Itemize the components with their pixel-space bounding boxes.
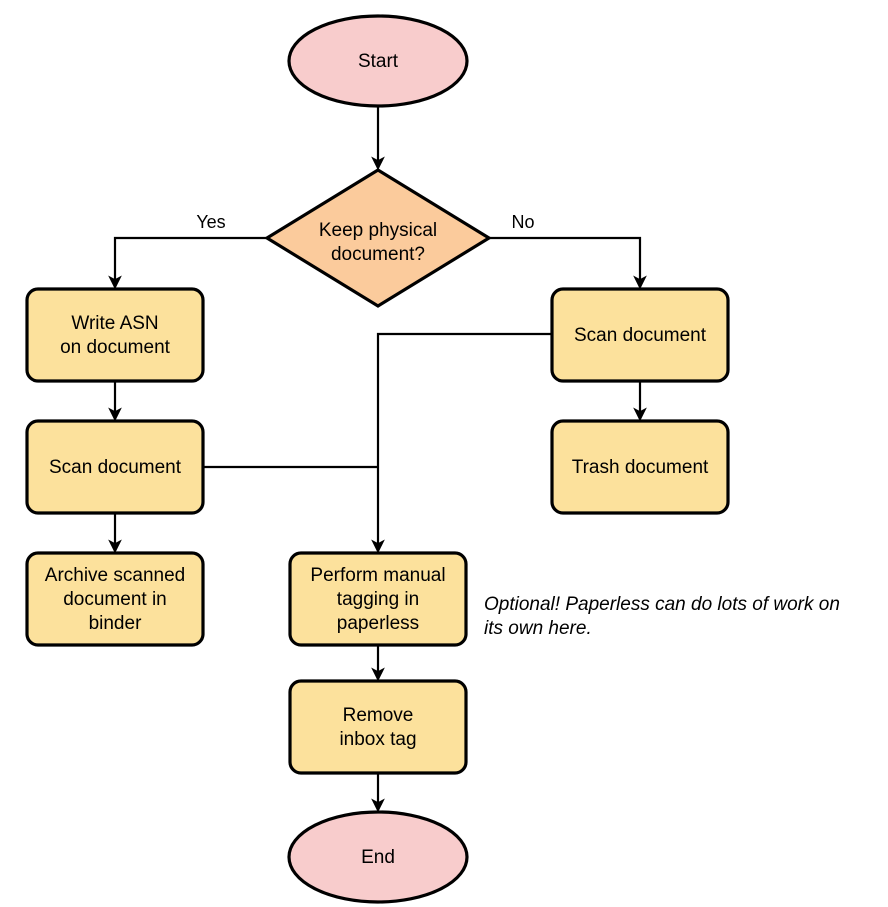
node-archive-scanned-document[interactable]: Archive scanned document in binder [25,551,205,647]
decision-diamond-shape [263,168,493,308]
annotation-line1: Optional! Paperless can do lots of work … [484,594,840,615]
node-write-asn[interactable]: Write ASN on document [25,287,205,383]
node-scan-document-left[interactable]: Scan document [25,419,205,515]
remove-inbox-tag-label-line1: Remove [343,705,414,726]
write-asn-box-shape [25,287,205,383]
scan-document-right-label: Scan document [574,325,707,346]
trash-document-label: Trash document [572,457,709,478]
node-remove-inbox-tag[interactable]: Remove inbox tag [288,679,468,775]
node-start[interactable]: Start [287,14,469,108]
node-end[interactable]: End [287,810,469,904]
archive-label-line1: Archive scanned [45,565,185,586]
start-ellipse-shape [287,14,469,108]
node-trash-document[interactable]: Trash document [550,419,730,515]
annotation-note: Optional! Paperless can do lots of work … [484,594,840,639]
edge-decision-to-scan-right [489,236,647,290]
edge-label-yes: Yes [196,212,225,232]
archive-box-shape [25,551,205,647]
archive-label-line3: binder [89,613,142,634]
start-label: Start [358,51,399,72]
manual-tagging-box-shape [288,551,468,647]
edge-decision-to-write-asn [108,236,266,290]
end-ellipse-shape [287,810,469,904]
annotation-line2: its own here. [484,618,592,639]
remove-inbox-tag-label-line2: inbox tag [339,729,416,750]
write-asn-label-line1: Write ASN [71,313,158,334]
scan-document-left-box-shape [25,419,205,515]
archive-label-line2: document in [63,589,167,610]
scan-document-left-label: Scan document [49,457,182,478]
manual-tagging-label-line1: Perform manual [310,565,445,586]
node-decision-keep-physical-document[interactable]: Keep physical document? [263,168,493,308]
node-manual-tagging[interactable]: Perform manual tagging in paperless [288,551,468,647]
scan-document-right-box-shape [550,287,730,383]
decision-label-line2: document? [331,244,425,265]
edge-label-no: No [511,212,534,232]
edge-scan-right-to-manual-tagging [371,332,552,554]
remove-inbox-tag-box-shape [288,679,468,775]
decision-label-line1: Keep physical [319,220,437,241]
manual-tagging-label-line2: tagging in [337,589,419,610]
write-asn-label-line2: on document [60,337,171,358]
end-label: End [361,847,395,868]
node-scan-document-right[interactable]: Scan document [550,287,730,383]
manual-tagging-label-line3: paperless [337,613,419,634]
trash-document-box-shape [550,419,730,515]
